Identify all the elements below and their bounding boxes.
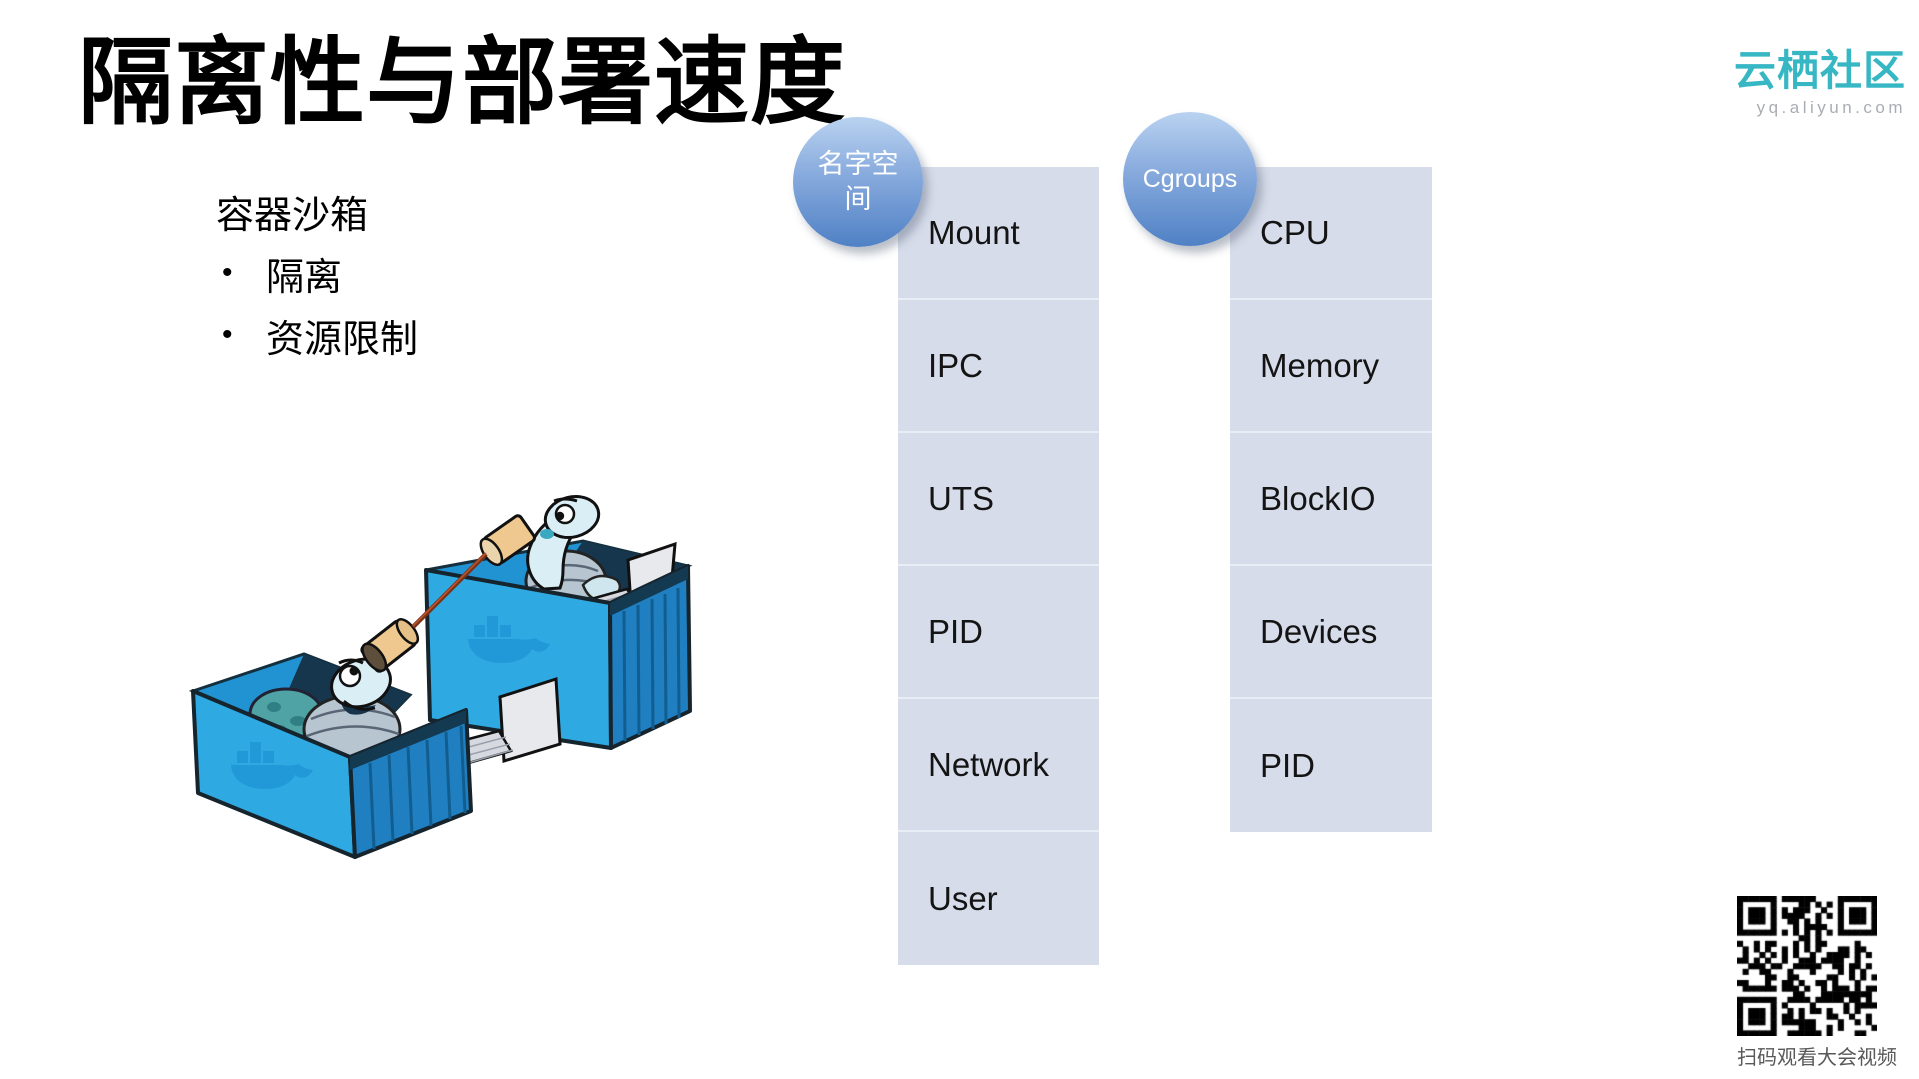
sandbox-bullet: • 隔离 [216, 242, 418, 304]
whale-watermark-left [231, 742, 313, 789]
sandbox-bullet: • 资源限制 [216, 304, 418, 366]
container-right [424, 495, 693, 750]
cgroup-cell: Devices [1230, 566, 1432, 699]
sandbox-heading: 容器沙箱 [216, 194, 369, 237]
tin-can-string-highlight [412, 552, 487, 627]
namespace-cell: User [928, 879, 998, 917]
logo-domain-text: yq.aliyun.com [1756, 98, 1906, 117]
cgroup-cell: BlockIO [1230, 433, 1432, 566]
namespace-cell: PID [898, 566, 1099, 699]
qr-block: 扫码观看大会视频 [1737, 896, 1897, 1070]
namespace-cell: Mount [898, 167, 1099, 300]
turtles-containers-illustration [188, 495, 693, 859]
cgroups-badge: Cgroups [1123, 112, 1257, 246]
sandbox-bullet-list: • 隔离 • 资源限制 [216, 242, 418, 366]
qr-caption: 扫码观看大会视频 [1737, 1047, 1897, 1069]
namespace-badge: 名字空 间 [793, 117, 923, 247]
cgroup-cell: Memory [1230, 300, 1432, 433]
page-title: 隔离性与部署速度 [78, 30, 847, 136]
bullet-dot: • [222, 318, 233, 351]
bullet-text: 资源限制 [266, 318, 419, 361]
namespace-cell: Network [898, 699, 1099, 832]
site-logo: 云栖社区 yq.aliyun.com [1733, 47, 1906, 117]
namespace-cell: UTS [898, 433, 1099, 566]
cgroup-cell: PID [1260, 746, 1316, 784]
bullet-dot: • [222, 256, 233, 289]
sandbox-text-block: 容器沙箱 • 隔离 • 资源限制 [216, 180, 418, 366]
whale-watermark-right [468, 616, 550, 663]
cgroup-cell: CPU [1230, 167, 1432, 300]
logo-brand-text: 云栖社区 [1733, 47, 1906, 94]
container-left [188, 617, 562, 859]
namespace-cell: IPC [898, 300, 1099, 433]
qr-code [1737, 896, 1877, 1036]
tin-can-left [360, 617, 420, 673]
bullet-text: 隔离 [266, 256, 343, 299]
